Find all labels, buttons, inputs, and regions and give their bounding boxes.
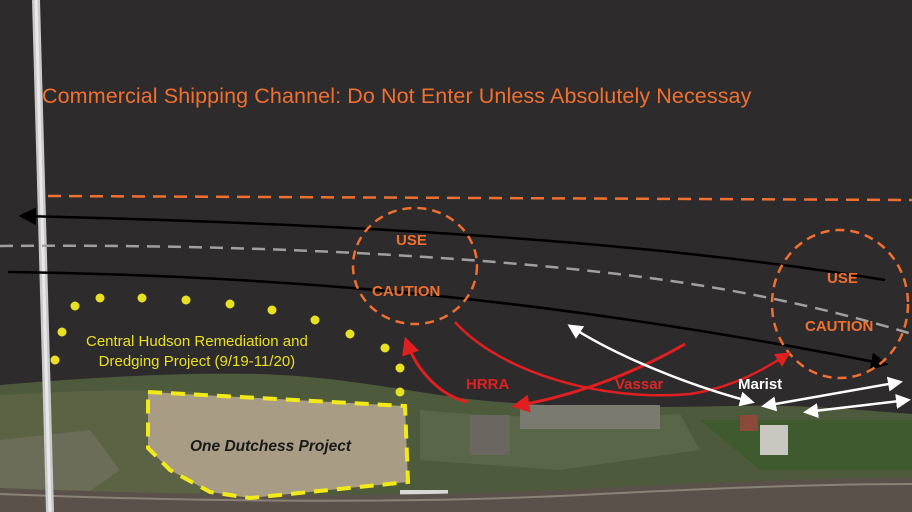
marist-label: Marist [738,376,783,393]
hrra-label: HRRA [466,376,510,393]
one-dutchess-label: One Dutchess Project [190,438,352,455]
hrra-route-arrow [402,336,469,404]
vassar-label: Vassar [615,376,664,393]
remediation-project-label: Central Hudson Remediation and Dredging … [86,332,308,372]
marist-route-arrow [803,393,911,419]
caution-zone-circle [351,206,479,326]
caution-zone-label-caution: CAUTION [805,318,874,335]
one-dutchess-site [148,392,408,498]
remediation-zone-dots [50,293,405,397]
remediation-project-line1: Central Hudson Remediation and [86,333,308,350]
channel-boundary-line [47,194,912,202]
westbound-vessel-route [18,207,886,282]
channel-warning-label: Commercial Shipping Channel: Do Not Ente… [42,84,752,108]
gray-dashed-boundary [0,244,912,336]
caution-zone-label-use: USE [827,270,858,287]
bridge [32,0,54,512]
caution-zone-label-caution: CAUTION [372,283,441,300]
one-dutchess-boundary [146,389,411,501]
marist-route-arrow [567,324,755,407]
caution-zone-label-use: USE [396,232,427,249]
rail-corridor [0,478,912,512]
remediation-project-line2: Dredging Project (9/19-11/20) [98,353,296,370]
